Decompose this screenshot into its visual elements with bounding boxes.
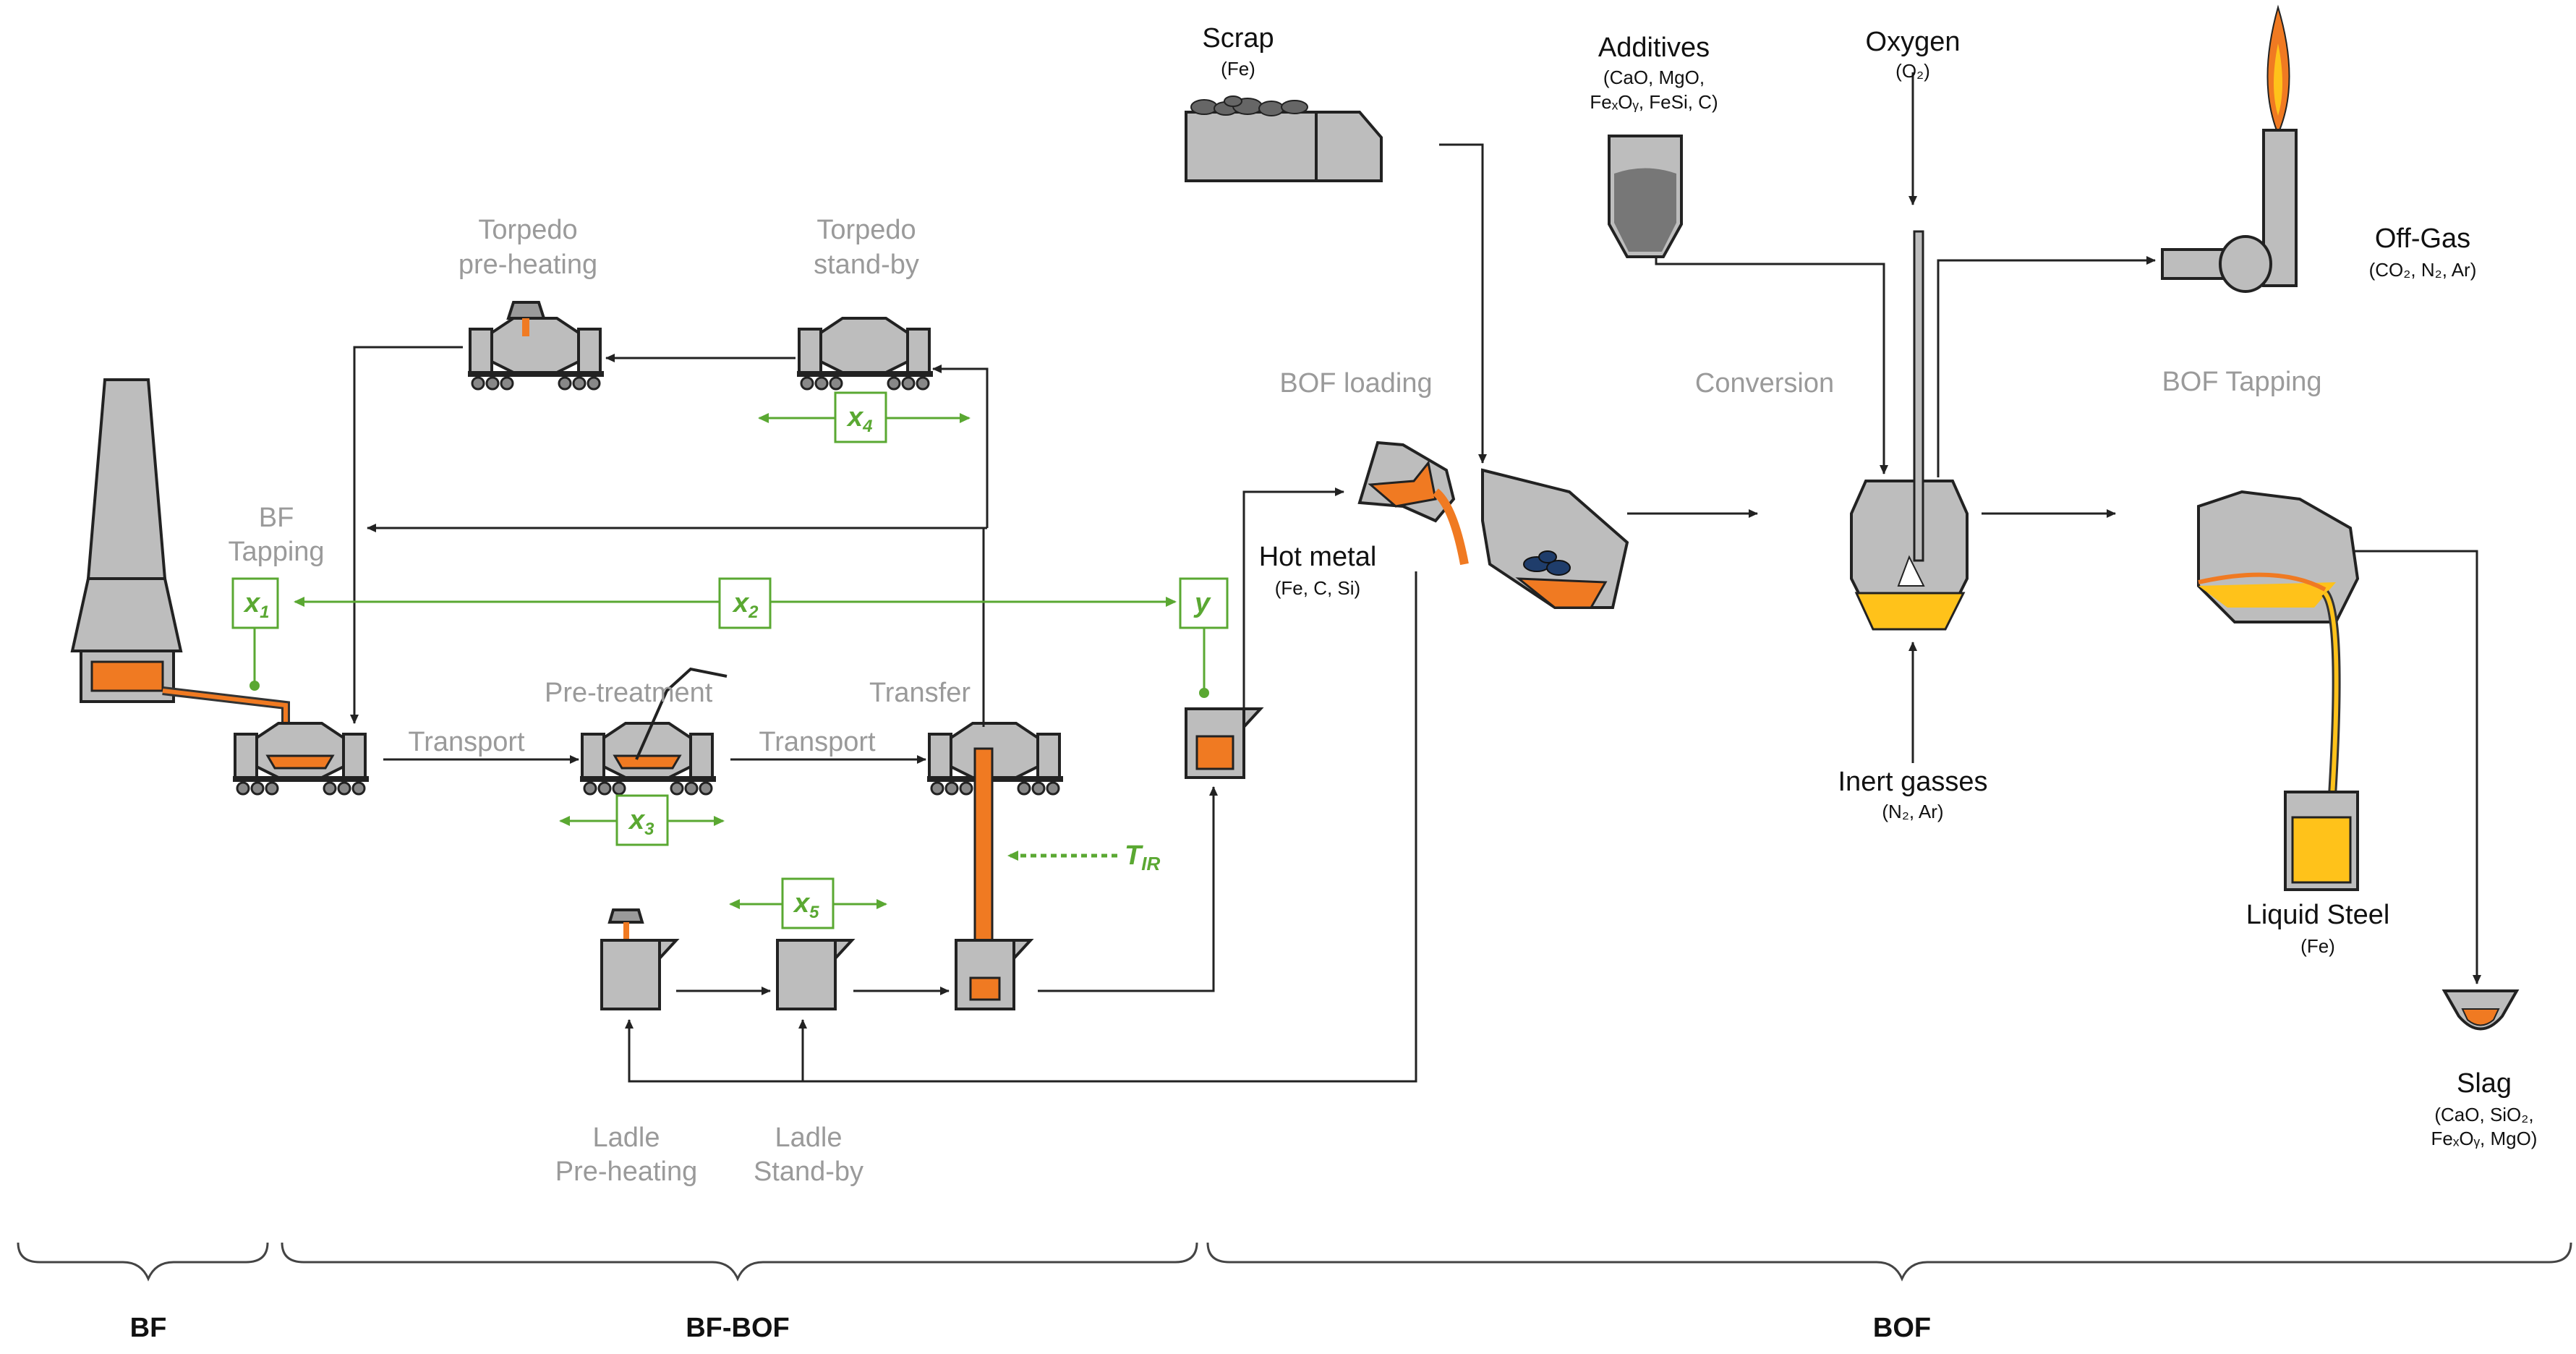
label-slag-sub-2: FeₓOᵧ, MgO) bbox=[2431, 1128, 2538, 1149]
label-scrap-sub: (Fe) bbox=[1221, 58, 1255, 80]
label-offgas-sub: (CO₂, N₂, Ar) bbox=[2369, 259, 2477, 281]
label-conversion: Conversion bbox=[1695, 368, 1834, 399]
var-x1-box: x1 bbox=[231, 577, 279, 629]
svg-text:x3: x3 bbox=[628, 805, 654, 839]
bof-loading-converter bbox=[1357, 440, 1629, 609]
var-x5-box: x5 bbox=[781, 877, 835, 929]
flow-arrows bbox=[350, 72, 2481, 1083]
bof-conversion-converter bbox=[1850, 230, 1969, 631]
label-torpedo-preheating-2: pre-heating bbox=[459, 250, 597, 280]
ladle-standby bbox=[776, 939, 856, 1010]
var-tir: TIR bbox=[1125, 840, 1160, 874]
slag-pot bbox=[2441, 989, 2520, 1031]
section-bof: BOF bbox=[1873, 1313, 1931, 1343]
label-bof-loading: BOF loading bbox=[1279, 368, 1432, 399]
ladle-hot-metal bbox=[1185, 707, 1264, 779]
label-torpedo-standby-1: Torpedo bbox=[816, 215, 916, 245]
label-transport-2: Transport bbox=[759, 727, 876, 757]
label-slag-sub-1: (CaO, SiO₂, bbox=[2434, 1104, 2533, 1125]
torpedo-bf-tapping bbox=[233, 722, 369, 796]
label-bf-tapping-2: Tapping bbox=[228, 537, 324, 567]
label-transfer: Transfer bbox=[869, 678, 971, 708]
ladle-transfer bbox=[955, 939, 1034, 1010]
torpedo-preheating bbox=[468, 301, 604, 391]
label-inert-sub: (N₂, Ar) bbox=[1882, 801, 1943, 822]
label-scrap: Scrap bbox=[1202, 23, 1274, 54]
scrap-chute bbox=[1185, 95, 1383, 182]
blast-furnace bbox=[70, 378, 290, 727]
label-bf-tapping-1: BF bbox=[259, 503, 294, 533]
svg-text:y: y bbox=[1193, 588, 1211, 618]
additives-hopper bbox=[1608, 135, 1683, 258]
label-ladle-standby-1: Ladle bbox=[775, 1123, 843, 1153]
label-hot-metal: Hot metal bbox=[1259, 542, 1377, 572]
offgas-stack bbox=[2161, 4, 2298, 293]
label-ladle-preheating-1: Ladle bbox=[593, 1123, 660, 1153]
label-oxygen: Oxygen bbox=[1866, 27, 1961, 57]
label-pretreatment: Pre-treatment bbox=[545, 678, 713, 708]
label-ladle-standby-2: Stand-by bbox=[754, 1157, 863, 1187]
var-x2-box: x2 bbox=[718, 577, 772, 629]
label-bof-tapping: BOF Tapping bbox=[2162, 367, 2321, 397]
svg-text:x4: x4 bbox=[846, 402, 873, 436]
ladle-preheating bbox=[600, 908, 680, 1010]
label-slag: Slag bbox=[2457, 1068, 2512, 1099]
section-bf: BF bbox=[130, 1313, 167, 1343]
section-bf-bof: BF-BOF bbox=[686, 1313, 790, 1343]
label-transport-1: Transport bbox=[408, 727, 525, 757]
label-liquid-steel-sub: (Fe) bbox=[2300, 935, 2335, 957]
label-offgas: Off-Gas bbox=[2375, 223, 2470, 254]
section-braces bbox=[17, 1242, 2572, 1282]
svg-text:x1: x1 bbox=[243, 588, 270, 622]
label-additives-sub-2: FeₓOᵧ, FeSi, C) bbox=[1590, 91, 1718, 113]
svg-text:x2: x2 bbox=[732, 588, 759, 622]
var-x4-box: x4 bbox=[834, 391, 887, 443]
bof-tapping-converter bbox=[2197, 490, 2360, 796]
svg-text:x5: x5 bbox=[793, 888, 819, 922]
label-torpedo-standby-2: stand-by bbox=[814, 250, 919, 280]
label-liquid-steel: Liquid Steel bbox=[2246, 900, 2390, 930]
torpedo-standby bbox=[797, 317, 933, 391]
label-additives: Additives bbox=[1598, 33, 1710, 63]
label-ladle-preheating-2: Pre-heating bbox=[555, 1157, 697, 1187]
label-inert-gasses: Inert gasses bbox=[1838, 767, 1988, 797]
label-additives-sub-1: (CaO, MgO, bbox=[1603, 67, 1705, 88]
label-hot-metal-sub: (Fe, C, Si) bbox=[1275, 577, 1360, 599]
label-oxygen-sub: (O₂) bbox=[1895, 60, 1930, 82]
label-torpedo-preheating-1: Torpedo bbox=[478, 215, 577, 245]
var-x3-box: x3 bbox=[615, 794, 669, 846]
liquid-steel-ladle bbox=[2284, 791, 2359, 891]
torpedo-pretreatment bbox=[580, 667, 728, 796]
var-y-box: y bbox=[1179, 577, 1229, 629]
measurement-overlay bbox=[250, 413, 1209, 909]
